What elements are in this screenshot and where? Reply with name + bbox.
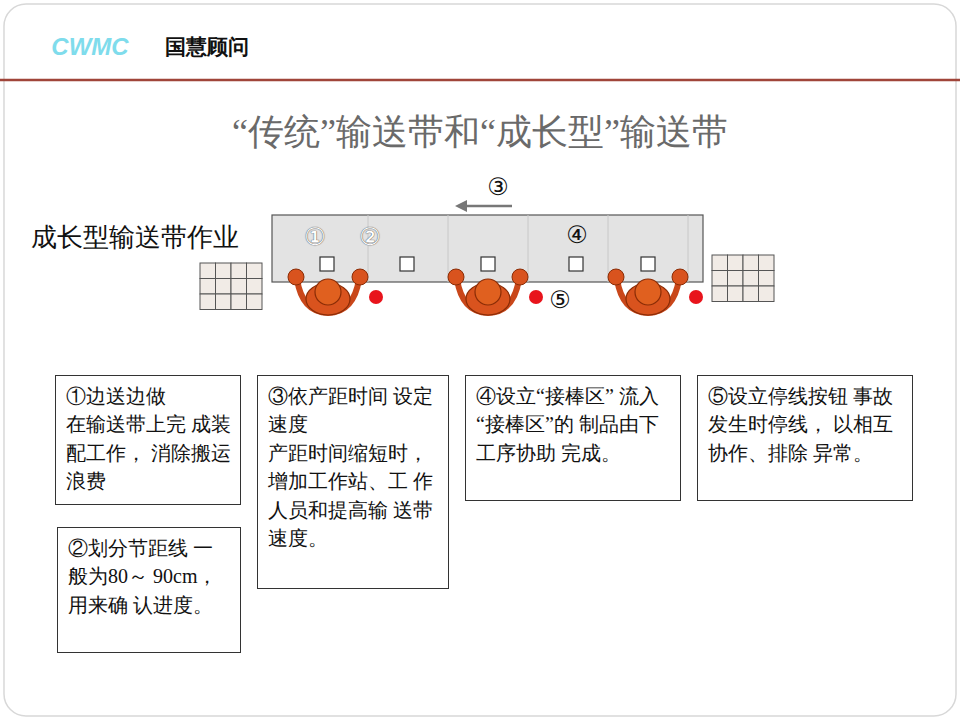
callout-number: ⑤ bbox=[549, 287, 571, 313]
grid-cell bbox=[200, 294, 216, 310]
slide-border bbox=[4, 4, 956, 716]
grid-cell bbox=[216, 294, 232, 310]
grid-cell bbox=[231, 279, 247, 295]
note-heading: ①边送边做 bbox=[66, 382, 232, 410]
grid-cell bbox=[712, 286, 728, 302]
company-name: 国慧顾问 bbox=[165, 35, 249, 58]
right-grid bbox=[712, 255, 774, 302]
note-box: ⑤设立停线按钮 事故发生时停线， 以相互协作、排除 异常。 bbox=[697, 375, 913, 501]
note-heading: ④设立“接棒区” 流入“接棒区”的 制品由下工序协助 完成。 bbox=[476, 382, 672, 467]
note-heading: ③依产距时间 设定速度 bbox=[268, 382, 440, 439]
grid-cell bbox=[231, 294, 247, 310]
worker bbox=[288, 269, 368, 315]
grid-cell bbox=[216, 279, 232, 295]
worker bbox=[608, 269, 688, 315]
header-rule bbox=[0, 79, 960, 82]
grid-cell bbox=[759, 255, 775, 271]
grid-cell bbox=[247, 294, 263, 310]
note-body: 在输送带上完 成装配工作， 消除搬运浪费 bbox=[66, 410, 232, 495]
note-box: ③依产距时间 设定速度产距时间缩短时， 增加工作站、工 作人员和提高输 送带速度… bbox=[257, 375, 449, 589]
pitch-lines bbox=[368, 215, 688, 282]
grid-cell bbox=[200, 279, 216, 295]
grid-cell bbox=[728, 255, 744, 271]
note-heading: ②划分节距线 一般为80～ 90cm，用来确 认进度。 bbox=[68, 534, 232, 619]
callout-number: ① bbox=[304, 224, 326, 250]
grid-cell bbox=[743, 286, 759, 302]
note-box: ④设立“接棒区” 流入“接棒区”的 制品由下工序协助 完成。 bbox=[465, 375, 681, 501]
grid-cell bbox=[200, 263, 216, 279]
grid-cell bbox=[759, 286, 775, 302]
grid-cell bbox=[712, 271, 728, 287]
note-box: ①边送边做在输送带上完 成装配工作， 消除搬运浪费 bbox=[55, 375, 241, 505]
section-label: 成长型输送带作业 bbox=[31, 224, 239, 253]
callout-number: ② bbox=[359, 224, 381, 250]
work-pieces bbox=[320, 257, 655, 271]
grid-cell bbox=[231, 263, 247, 279]
note-body: 产距时间缩短时， 增加工作站、工 作人员和提高输 送带速度。 bbox=[268, 439, 440, 553]
conveyor-belt bbox=[272, 215, 703, 282]
brand-logo: CWMC bbox=[51, 34, 128, 60]
left-grid bbox=[200, 263, 262, 310]
slide-title: “传统”输送带和“成长型”输送带 bbox=[0, 108, 960, 157]
grid-cell bbox=[743, 255, 759, 271]
flow-arrow bbox=[455, 200, 512, 212]
callout-number: ③ bbox=[487, 174, 509, 200]
grid-cell bbox=[728, 286, 744, 302]
grid-cell bbox=[216, 263, 232, 279]
grid-cell bbox=[728, 271, 744, 287]
grid-cell bbox=[247, 279, 263, 295]
grid-cell bbox=[743, 271, 759, 287]
workers bbox=[288, 269, 688, 315]
note-heading: ⑤设立停线按钮 事故发生时停线， 以相互协作、排除 异常。 bbox=[708, 382, 904, 467]
grid-cell bbox=[247, 263, 263, 279]
worker bbox=[448, 269, 528, 315]
stop-buttons bbox=[369, 290, 703, 304]
grid-cell bbox=[712, 255, 728, 271]
callout-number: ④ bbox=[566, 222, 588, 248]
grid-cell bbox=[759, 271, 775, 287]
note-box: ②划分节距线 一般为80～ 90cm，用来确 认进度。 bbox=[57, 527, 241, 653]
